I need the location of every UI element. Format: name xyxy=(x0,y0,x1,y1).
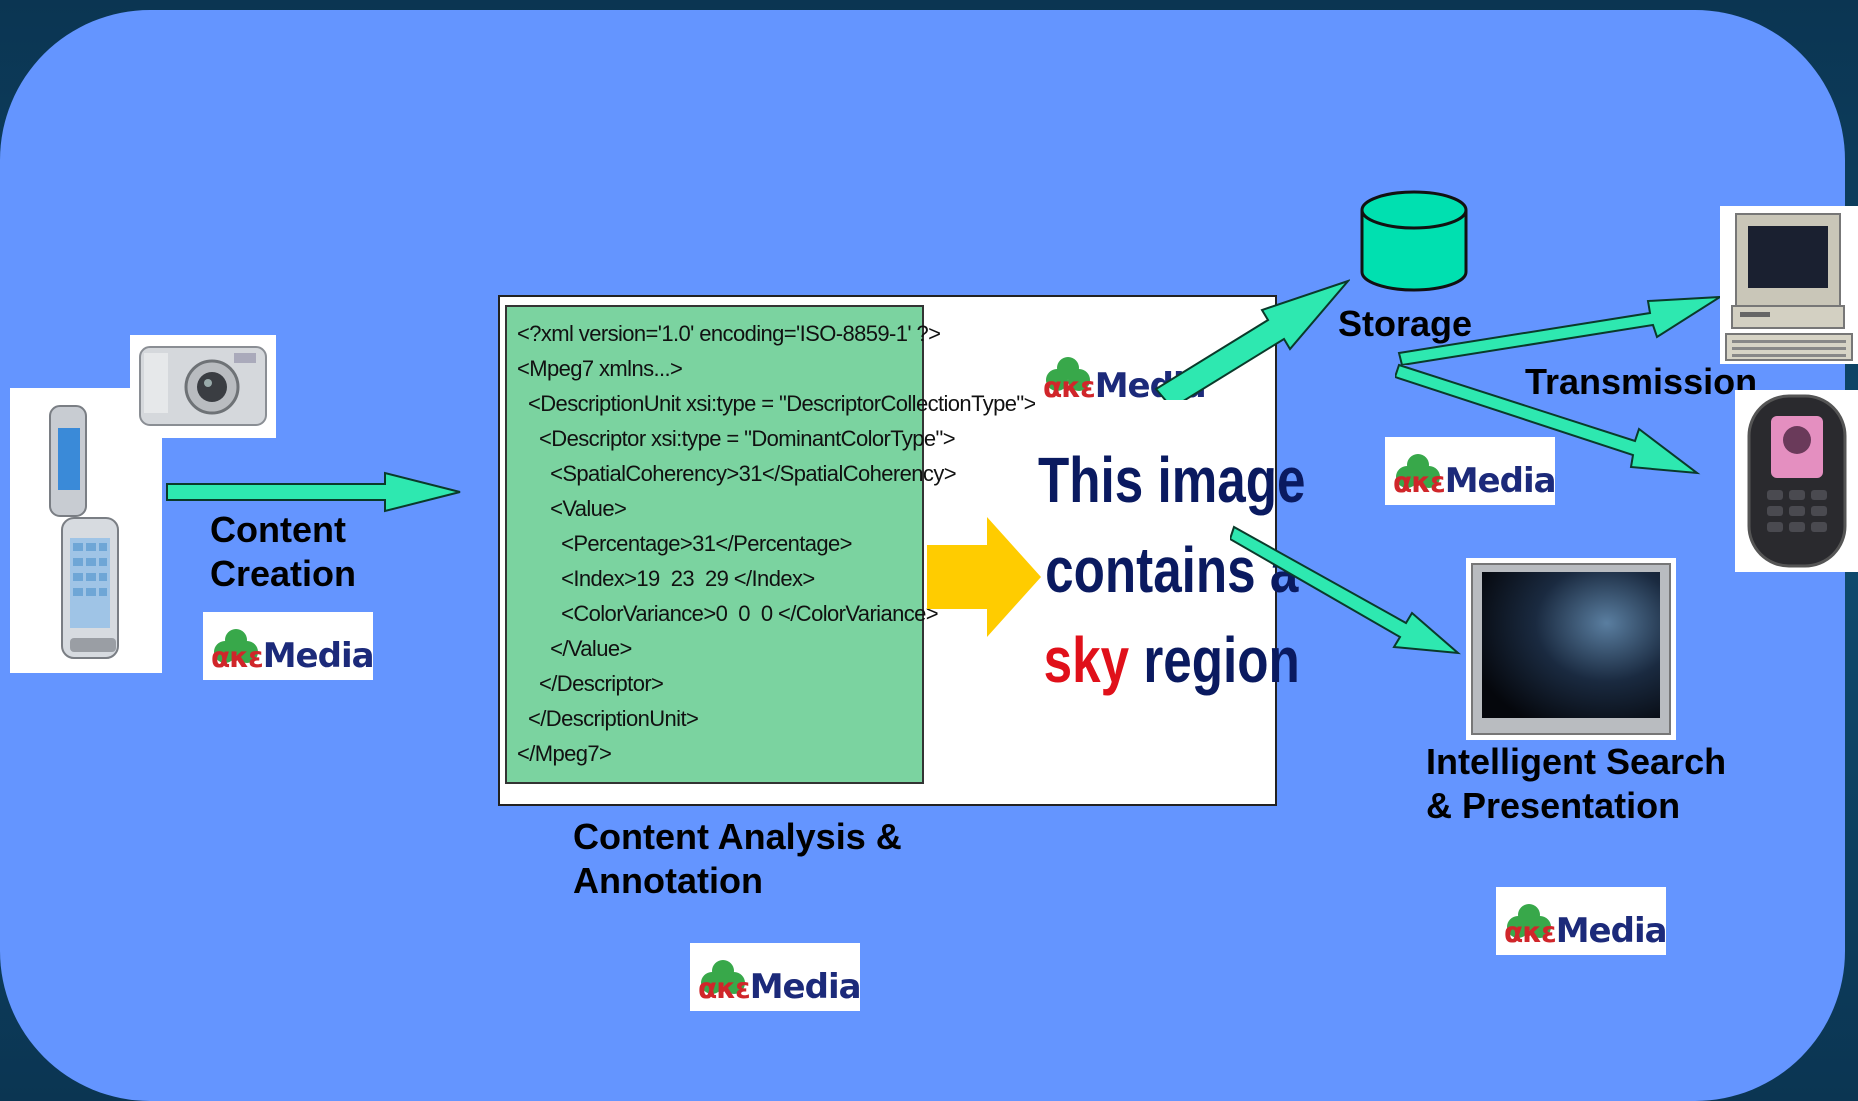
logo-media-text: Media xyxy=(262,636,375,676)
logo-media-text: Media xyxy=(1555,911,1668,951)
arrow-to-storage xyxy=(1154,279,1350,400)
logo-ace-text: ακε xyxy=(698,972,751,1005)
phone-icon xyxy=(49,405,119,659)
clover-icon xyxy=(1507,904,1551,938)
xml-line: <Descriptor xsi:type = "DominantColorTyp… xyxy=(517,426,956,451)
clover-icon xyxy=(214,629,258,663)
content-creation-line1: Content xyxy=(210,509,346,550)
acemedia-logo: ακεMedia xyxy=(203,612,375,680)
arrow-to-tv xyxy=(1230,525,1462,655)
logo-media-text: Media xyxy=(1444,461,1557,501)
tv-display-image xyxy=(1466,558,1676,740)
camera-image xyxy=(130,335,276,438)
yellow-arrow-icon xyxy=(927,517,1041,637)
xml-line: <SpatialCoherency>31</SpatialCoherency> xyxy=(517,461,957,486)
intelligent-search-label: Intelligent Search & Presentation xyxy=(1426,740,1726,828)
xml-line: </Value> xyxy=(517,636,632,661)
result-line3-rest: region xyxy=(1129,624,1300,696)
mobile-phone-image xyxy=(1735,390,1858,572)
content-analysis-line1: Content Analysis & xyxy=(573,816,902,857)
logo-ace-text: ακε xyxy=(1504,916,1557,949)
tv-display-icon xyxy=(1471,563,1671,735)
xml-line: </Mpeg7> xyxy=(517,741,612,766)
clover-icon xyxy=(701,960,745,994)
xml-line: <DescriptionUnit xsi:type = "DescriptorC… xyxy=(517,391,1036,416)
acemedia-logo: ακεMedia xyxy=(1496,887,1668,955)
xml-line: </Descriptor> xyxy=(517,671,664,696)
xml-line: <Value> xyxy=(517,496,627,521)
desktop-computer-image xyxy=(1720,206,1858,364)
transmission-label: Transmission xyxy=(1525,361,1758,402)
content-analysis-label: Content Analysis & Annotation xyxy=(573,815,902,903)
xml-line: <?xml version='1.0' encoding='ISO-8859-1… xyxy=(517,321,941,346)
logo-ace-text: ακε xyxy=(1393,466,1446,499)
logo-ace-text: ακε xyxy=(1043,371,1096,404)
mobile-phone-icon xyxy=(1747,394,1847,568)
xml-line: <ColorVariance>0 0 0 </ColorVariance> xyxy=(517,601,939,626)
acemedia-logo: ακεMedia xyxy=(1035,340,1207,410)
intelligent-search-line2: & Presentation xyxy=(1426,785,1681,826)
result-line3: sky region xyxy=(1038,615,1305,705)
result-highlight-sky: sky xyxy=(1043,624,1130,696)
content-creation-line2: Creation xyxy=(210,553,357,594)
clover-icon xyxy=(1046,357,1090,391)
xml-line: </DescriptionUnit> xyxy=(517,706,699,731)
logo-media-text: Media xyxy=(749,967,862,1007)
xml-line: <Mpeg7 xmlns...> xyxy=(517,356,683,381)
mpeg7-xml-box: <?xml version='1.0' encoding='ISO-8859-1… xyxy=(505,305,1036,784)
acemedia-logo: ακεMedia xyxy=(1385,437,1557,505)
annotation-result-text: This image contains a sky region xyxy=(1038,435,1305,705)
acemedia-logo: ακεMedia xyxy=(690,943,862,1011)
desktop-computer-icon xyxy=(1725,213,1853,361)
camera-icon xyxy=(139,346,267,426)
arrow-to-mobile xyxy=(1395,363,1701,475)
storage-label: Storage xyxy=(1338,303,1473,344)
xml-line: <Index>19 23 29 </Index> xyxy=(517,566,815,591)
storage-cylinder-icon xyxy=(1360,190,1468,292)
arrow-to-desktop xyxy=(1397,295,1724,365)
content-creation-label: Content Creation xyxy=(210,508,356,596)
logo-ace-text: ακε xyxy=(211,641,264,674)
xml-line: <Percentage>31</Percentage> xyxy=(517,531,852,556)
content-analysis-line2: Annotation xyxy=(573,860,763,901)
intelligent-search-line1: Intelligent Search xyxy=(1426,741,1727,782)
arrow-creation-to-analysis xyxy=(166,471,461,513)
result-line1: This image xyxy=(1038,444,1306,516)
clover-icon xyxy=(1396,454,1440,488)
